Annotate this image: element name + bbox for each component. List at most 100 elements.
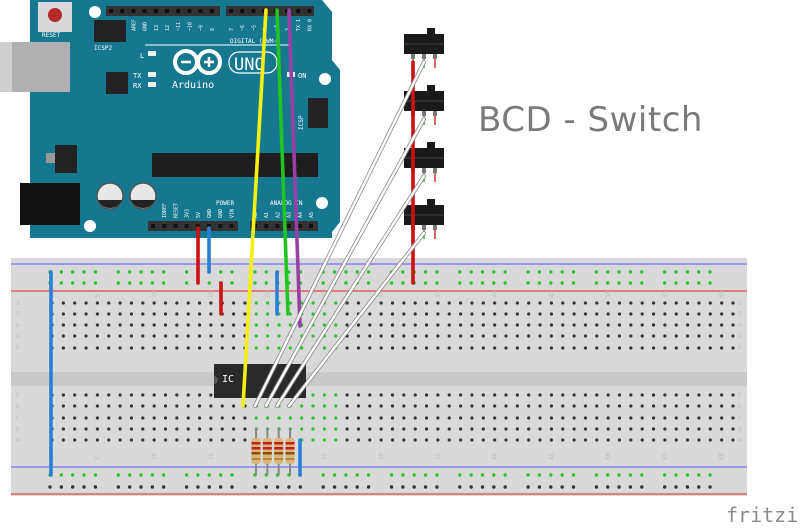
breadboard-hole	[663, 346, 667, 350]
breadboard-hole	[561, 346, 565, 350]
breadboard-hole	[595, 427, 599, 431]
breadboard-hole	[61, 334, 65, 338]
breadboard-hole	[629, 393, 633, 397]
breadboard-hole	[470, 416, 474, 420]
breadboard-hole	[447, 301, 451, 305]
breadboard-hole	[152, 323, 156, 327]
slide-switch[interactable]	[404, 28, 444, 68]
column-number: 25	[321, 452, 328, 460]
breadboard-hole	[163, 301, 168, 305]
rail-hole	[162, 473, 166, 477]
rail-hole	[139, 485, 143, 489]
breadboard-hole	[186, 323, 190, 327]
breadboard-hole	[129, 323, 134, 327]
rail-hole	[571, 473, 576, 477]
analog-pin-label: A3	[287, 212, 293, 218]
breadboard-hole	[61, 393, 65, 397]
breadboard-hole	[481, 334, 485, 338]
breadboard-hole	[686, 404, 690, 408]
column-number: 15	[208, 290, 215, 298]
breadboard-hole	[197, 323, 202, 327]
rail-hole	[253, 270, 257, 274]
breadboard-hole	[73, 334, 77, 338]
rail-hole	[82, 281, 86, 285]
breadboard-hole	[141, 416, 145, 420]
breadboard-hole	[334, 438, 338, 442]
breadboard-hole	[84, 301, 88, 305]
breadboard-hole	[186, 416, 190, 420]
rail-hole	[389, 281, 394, 285]
breadboard-hole	[663, 312, 667, 316]
breadboard-hole	[95, 404, 99, 408]
breadboard-hole	[481, 427, 485, 431]
rail-hole	[127, 281, 132, 285]
rail-hole	[127, 270, 132, 274]
breadboard-hole	[107, 427, 111, 431]
breadboard-hole	[345, 312, 349, 316]
rail-hole	[674, 473, 678, 477]
row-label: I	[738, 311, 742, 318]
rail-hole	[253, 485, 257, 489]
breadboard-hole	[606, 334, 610, 338]
rail-hole	[253, 281, 257, 285]
breadboard-hole	[708, 334, 712, 338]
breadboard-hole	[118, 301, 122, 305]
rail-hole	[230, 270, 234, 274]
breadboard-hole	[311, 416, 315, 420]
tx-led-label: TX	[133, 72, 142, 80]
breadboard-hole	[515, 404, 519, 408]
breadboard-hole	[527, 404, 531, 408]
breadboard-hole	[390, 323, 395, 327]
breadboard-hole	[243, 416, 247, 420]
breadboard-hole	[209, 427, 213, 431]
rail-hole	[71, 485, 75, 489]
rail-hole	[401, 473, 405, 477]
rail-hole	[332, 473, 337, 477]
breadboard-hole	[413, 438, 417, 442]
breadboard-hole	[663, 334, 667, 338]
breadboard-hole	[686, 323, 690, 327]
breadboard-hole	[334, 301, 338, 305]
breadboard-hole	[731, 416, 735, 420]
breadboard-hole	[368, 416, 372, 420]
ic-label: IC	[222, 374, 234, 385]
rail-hole	[401, 485, 405, 489]
breadboard-hole	[436, 323, 440, 327]
rail-hole	[366, 485, 371, 489]
rail-hole	[230, 281, 234, 285]
breadboard-hole	[95, 416, 99, 420]
analog-pin-label: A4	[298, 212, 304, 218]
rail-hole	[674, 281, 678, 285]
rail-hole	[628, 270, 633, 274]
breadboard-hole	[84, 404, 88, 408]
breadboard-hole	[368, 312, 372, 316]
breadboard-hole	[640, 334, 644, 338]
digital-pin-label: 8	[210, 28, 216, 31]
breadboard-hole	[73, 427, 77, 431]
breadboard-hole	[731, 323, 735, 327]
breadboard-hole	[186, 301, 190, 305]
breadboard-hole	[651, 334, 656, 338]
breadboard-hole	[152, 416, 156, 420]
breadboard-hole	[436, 393, 440, 397]
analog-pin-label: A1	[264, 212, 270, 218]
breadboard-hole	[663, 404, 667, 408]
breadboard-hole	[322, 323, 326, 327]
rail-hole	[480, 281, 485, 285]
breadboard-hole	[527, 323, 531, 327]
header-pin	[285, 9, 289, 13]
breadboard-hole	[152, 438, 156, 442]
header-pin	[109, 9, 113, 13]
breadboard-hole	[493, 427, 497, 431]
breadboard-hole	[424, 404, 429, 408]
column-number: 5	[94, 456, 101, 460]
reset-button-cap[interactable]	[48, 8, 62, 22]
breadboard-hole	[436, 416, 440, 420]
rail-hole	[401, 281, 405, 285]
rail-hole	[594, 485, 599, 489]
breadboard-hole	[311, 312, 315, 316]
rail-hole	[344, 281, 348, 285]
breadboard-hole	[629, 323, 633, 327]
breadboard-hole	[220, 334, 224, 338]
power-pin-label: RESET	[173, 203, 179, 218]
